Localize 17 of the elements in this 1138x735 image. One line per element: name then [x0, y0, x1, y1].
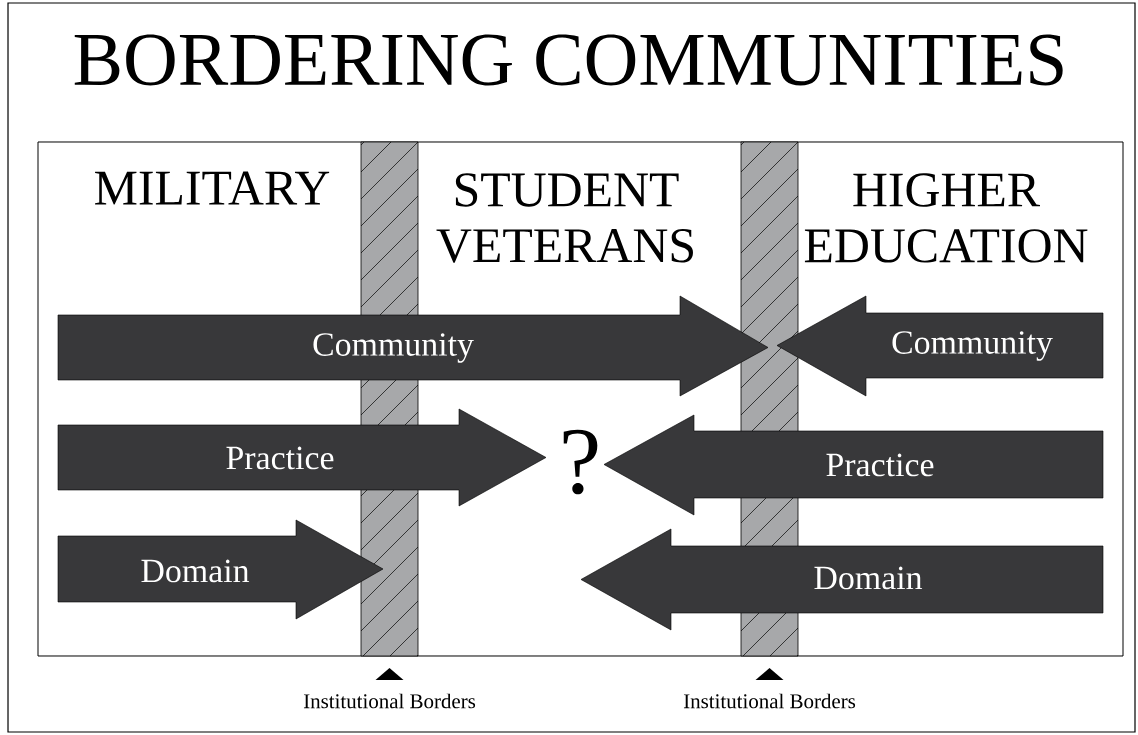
block-arrow: [603, 414, 1104, 516]
edge-label: Domain: [814, 566, 923, 590]
block-arrow: [776, 295, 1104, 397]
block-arrow: [57, 519, 384, 620]
edge-label: Practice: [226, 446, 334, 470]
border-label: Institutional Borders: [683, 693, 856, 709]
heading: STUDENT VETERANS: [436, 173, 693, 263]
block-arrow: [580, 528, 1104, 631]
block-arrow: [57, 408, 547, 507]
edge-label: Practice: [826, 453, 934, 477]
edge-label: Community: [892, 331, 1053, 361]
block-arrow: [57, 295, 769, 397]
edge-label: Community: [313, 333, 474, 363]
title: BORDERING COMMUNITIES: [74, 34, 1063, 86]
question-mark: ?: [563, 429, 598, 495]
border-label: Institutional Borders: [303, 693, 476, 709]
edge-label: Domain: [141, 559, 250, 583]
